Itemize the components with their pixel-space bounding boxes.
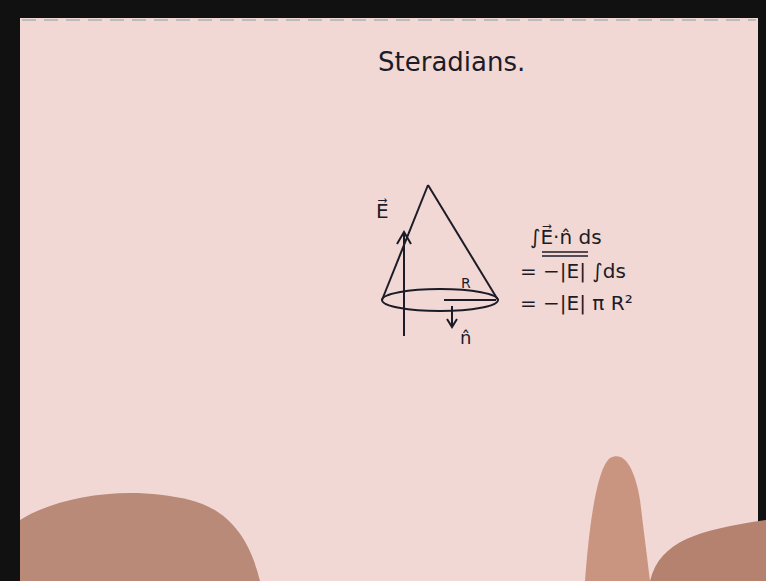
cone-figure (382, 185, 498, 311)
vector-label: E⃗ (376, 200, 389, 222)
hand-left (20, 493, 260, 581)
underline-mark (542, 252, 588, 256)
hand-right (650, 520, 766, 581)
hand-right-finger (585, 456, 650, 581)
pink-paper (20, 18, 758, 581)
normal-arrow (447, 306, 457, 327)
equation-line: ∫E⃗·n̂ ds (530, 226, 602, 248)
normal-label: n̂ (460, 328, 471, 348)
equation-line: = −|E| ∫ds (520, 260, 626, 282)
field-arrow (397, 232, 411, 336)
equation-line: = −|E| π R² (520, 292, 633, 314)
page-title: Steradians. (378, 48, 525, 77)
paper-edge (22, 19, 756, 21)
radius-label: R (461, 276, 471, 291)
